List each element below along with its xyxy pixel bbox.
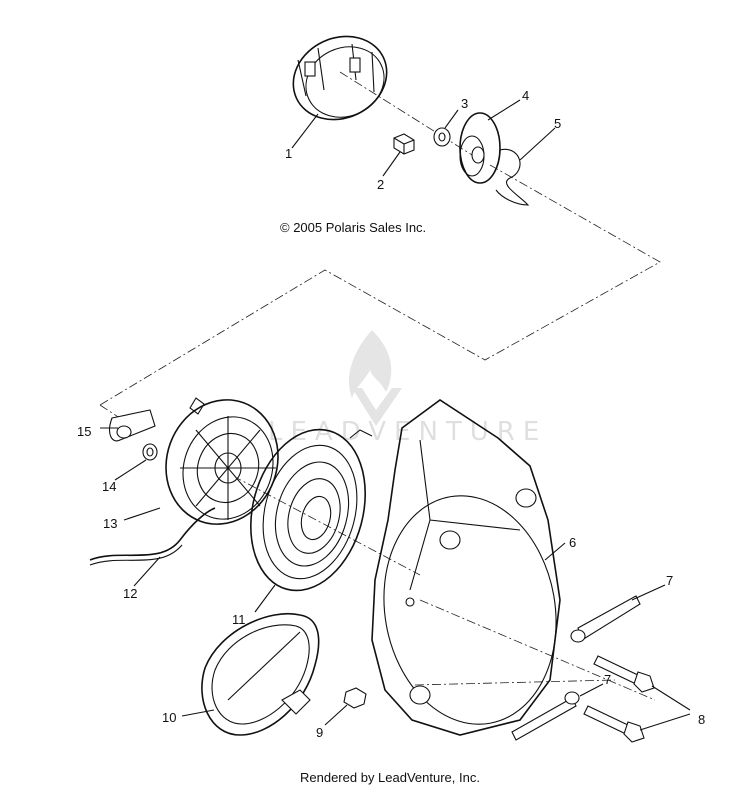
footer-text: Rendered by LeadVenture, Inc.: [300, 770, 480, 785]
part-bolt-lower: [583, 705, 645, 743]
watermark-text: LEADVENTURE: [268, 417, 547, 447]
part-screw: [343, 687, 367, 709]
part-recoil-housing: [371, 399, 561, 736]
copyright-text: © 2005 Polaris Sales Inc.: [280, 220, 426, 235]
callout-12: 12: [123, 586, 137, 601]
part-spacer-lower: [511, 691, 580, 741]
callout-13: 13: [103, 516, 117, 531]
assembly-lines: [99, 71, 661, 701]
callout-1: 1: [285, 146, 292, 161]
callout-5: 5: [554, 116, 561, 131]
callout-15: 15: [77, 424, 91, 439]
watermark-logo: LEADVENTURE: [268, 330, 547, 447]
part-handle: [201, 613, 320, 736]
callout-6: 6: [569, 535, 576, 550]
callout-14: 14: [102, 479, 116, 494]
callout-2: 2: [377, 177, 384, 192]
part-rope-reel: [165, 397, 279, 525]
callout-10: 10: [162, 710, 176, 725]
callout-11: 11: [232, 612, 246, 627]
callout-8: 8: [698, 712, 705, 727]
callout-7-upper: 7: [666, 573, 673, 588]
part-rope: [89, 507, 216, 566]
part-starter-cup: [292, 35, 388, 121]
callout-7-lower: 7: [604, 672, 611, 687]
callout-9: 9: [316, 725, 323, 740]
part-spacer-upper: [570, 595, 641, 643]
part-pulley: [459, 112, 501, 184]
part-nut: [393, 133, 415, 155]
leader-lines: [100, 99, 691, 731]
part-bushing: [142, 443, 158, 461]
part-pawl: [109, 409, 156, 442]
part-bolt-upper: [593, 655, 655, 693]
callout-4: 4: [522, 88, 529, 103]
part-washer: [433, 127, 451, 147]
part-clip: [495, 148, 530, 206]
callout-3: 3: [461, 96, 468, 111]
part-recoil-spring: [249, 428, 373, 592]
